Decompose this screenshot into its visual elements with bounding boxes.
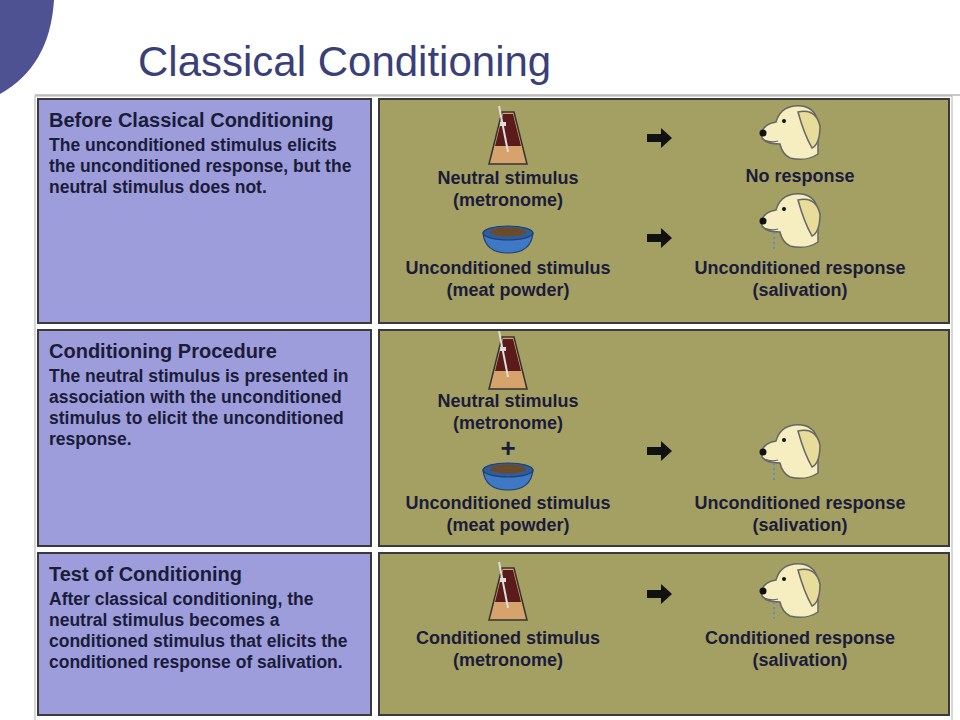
panel-description: The unconditioned stimulus elicits the u…	[49, 135, 360, 198]
metronome-icon	[489, 106, 527, 164]
arrow-icon	[647, 128, 672, 148]
arrow-icon	[647, 228, 672, 248]
food-bowl-icon	[483, 226, 533, 253]
stimulus-response-label: Neutral stimulus (metronome)	[385, 168, 631, 211]
salivating-dog-icon	[760, 425, 821, 481]
description-panel: Test of ConditioningAfter classical cond…	[37, 552, 372, 716]
metronome-icon	[489, 562, 527, 620]
stimulus-response-label: Unconditioned stimulus (meat powder)	[385, 258, 631, 301]
slide-title: Classical Conditioning	[138, 38, 551, 86]
stimulus-response-label: Unconditioned response (salivation)	[680, 493, 920, 536]
dog-icon	[760, 106, 821, 160]
description-panel: Before Classical ConditioningThe uncondi…	[37, 98, 372, 324]
outer-frame	[35, 96, 952, 720]
illustration-panel: Neutral stimulus (metronome) No responseU…	[378, 98, 950, 324]
description-panel: Conditioning ProcedureThe neutral stimul…	[37, 329, 372, 547]
plus-sign: +	[478, 435, 538, 461]
salivating-dog-icon	[760, 564, 821, 620]
illustration-panel: Neutral stimulus (metronome)+ Uncondition…	[378, 329, 950, 547]
panel-description: After classical conditioning, the neutra…	[49, 589, 360, 673]
panel-heading: Conditioning Procedure	[49, 339, 360, 363]
stimulus-response-label: Neutral stimulus (metronome)	[385, 391, 631, 434]
panel-heading: Test of Conditioning	[49, 562, 360, 586]
stimulus-response-label: Unconditioned response (salivation)	[680, 258, 920, 301]
corner-decoration	[0, 0, 54, 94]
salivating-dog-icon	[760, 194, 821, 250]
illustration-panel: Conditioned stimulus (metronome) Conditio…	[378, 552, 950, 716]
panel-description: The neutral stimulus is presented in ass…	[49, 366, 360, 450]
metronome-icon	[489, 331, 527, 389]
stimulus-response-label: No response	[680, 166, 920, 188]
stimulus-response-label: Unconditioned stimulus (meat powder)	[385, 493, 631, 536]
food-bowl-icon	[483, 463, 533, 490]
arrow-icon	[647, 441, 672, 461]
stimulus-response-label: Conditioned response (salivation)	[680, 628, 920, 671]
panel-heading: Before Classical Conditioning	[49, 108, 360, 132]
stimulus-response-label: Conditioned stimulus (metronome)	[385, 628, 631, 671]
arrow-icon	[647, 584, 672, 604]
